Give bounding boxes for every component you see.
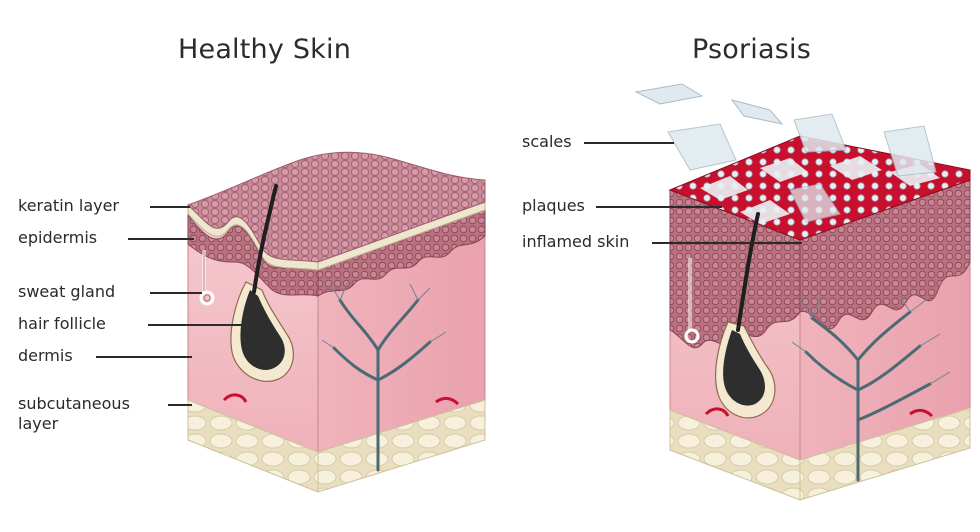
label-scales: scales [522,132,572,152]
label-epidermis: epidermis [18,228,97,248]
leader-epidermis [128,238,194,240]
label-dermis: dermis [18,346,73,366]
label-inflamed-skin: inflamed skin [522,232,629,252]
psoriasis-title: Psoriasis [692,34,811,65]
healthy-skin-block [188,152,485,492]
leader-scales [584,142,674,144]
label-hair-follicle: hair follicle [18,314,106,334]
label-keratin-layer: keratin layer [18,196,119,216]
leader-hair-follicle [148,324,242,326]
leader-inflamed-skin [652,242,802,244]
leader-keratin-layer [150,206,190,208]
label-sweat-gland: sweat gland [18,282,115,302]
label-subcutaneous-layer: subcutaneous layer [18,394,130,434]
healthy-skin-title: Healthy Skin [178,34,351,65]
leader-dermis [96,356,192,358]
leader-plaques [596,206,722,208]
label-plaques: plaques [522,196,585,216]
leader-subcutaneous-layer [168,404,192,406]
leader-sweat-gland [150,292,202,294]
